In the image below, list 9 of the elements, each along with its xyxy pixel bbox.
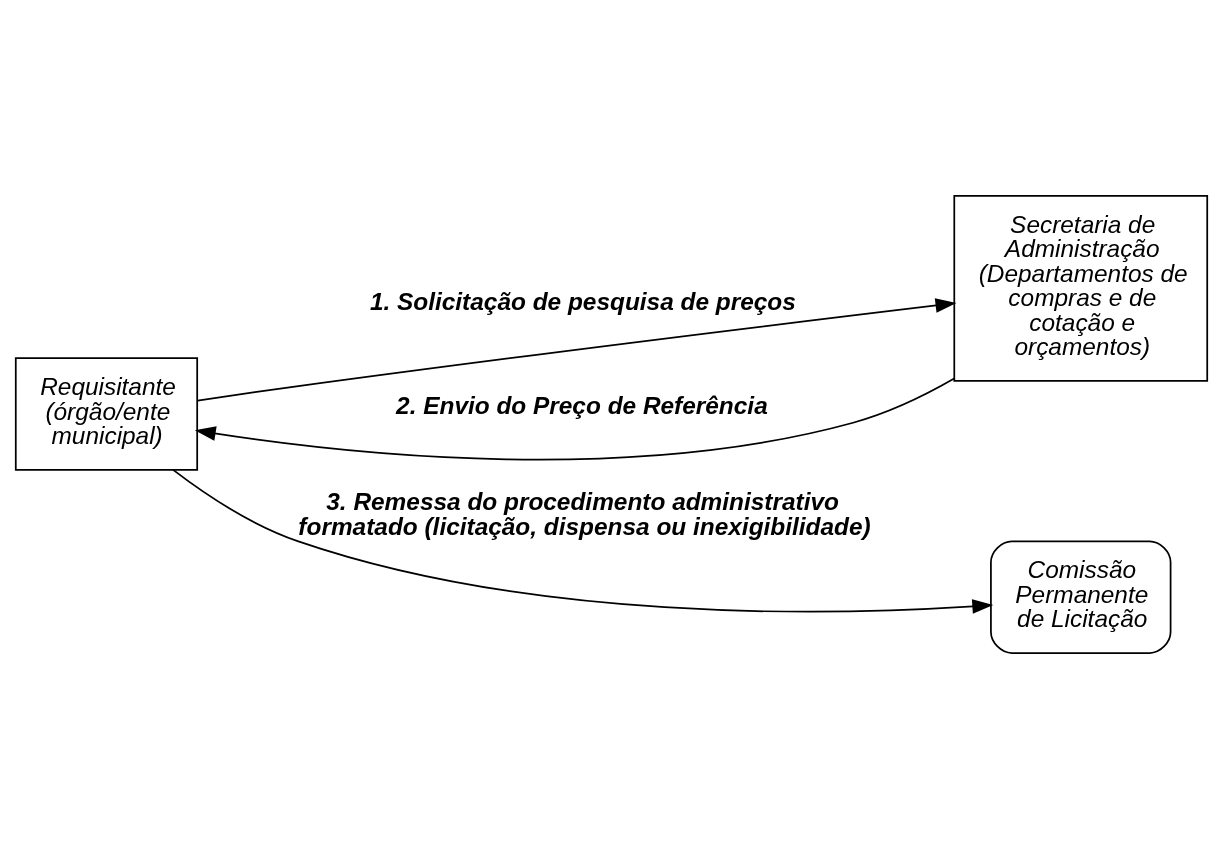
arrow <box>172 469 994 614</box>
arrow <box>194 377 956 461</box>
edge-label: 3. Remessa do procedimento administrativo formatado (licitação, dispensa ou inexigibilidade) <box>298 488 871 540</box>
edge-label: 1. Solicitação de pesquisa de preços <box>369 287 796 315</box>
node-box: Requisitante (órgão/ente municipal) <box>14 357 199 471</box>
node-box: Secretaria de Administração (Departamentos de compras e de cotação e orçamentos) <box>953 195 1209 382</box>
arrow <box>196 298 957 402</box>
edge-label: 2. Envio do Preço de Referência <box>396 392 768 420</box>
node-box: Comissão Permanente de Licitação <box>990 540 1172 654</box>
